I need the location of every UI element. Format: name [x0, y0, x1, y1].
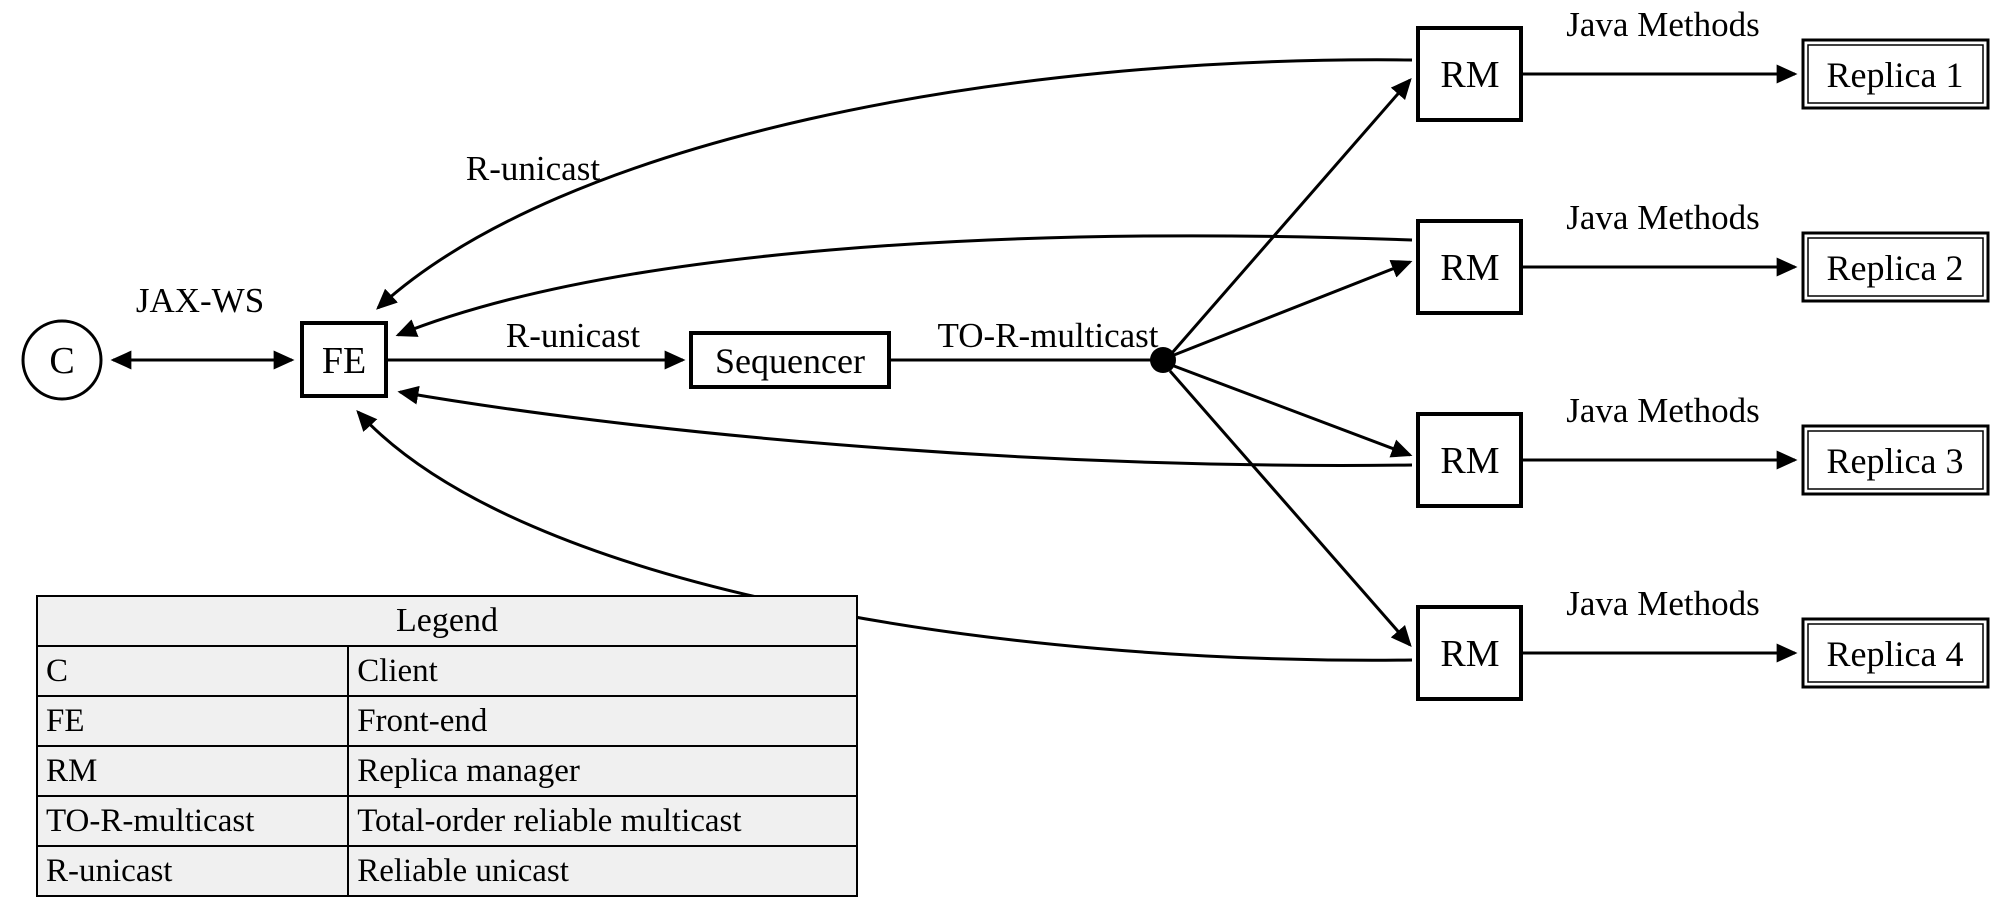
multicast-junction-dot — [1150, 347, 1176, 373]
replica-2[interactable] — [1801, 231, 1990, 303]
legend-value-to-r-multicast: Total-order reliable multicast — [347, 795, 858, 847]
sequencer-node-label: Sequencer — [715, 341, 865, 381]
replica-4-label: Replica 4 — [1827, 634, 1964, 674]
replica-3-label: Replica 3 — [1827, 441, 1964, 481]
legend-row: RM Replica manager — [35, 745, 858, 797]
replica-1[interactable] — [1801, 38, 1990, 110]
legend-table-wrapper: Legend C Client FE Front-end RM Replica … — [35, 595, 858, 897]
replica-3[interactable] — [1801, 424, 1990, 496]
edge-label-java-methods-4: Java Methods — [1566, 584, 1759, 623]
edge-label-r-unicast-mid: R-unicast — [506, 316, 640, 355]
edge-junction-rm-4 — [1168, 370, 1412, 647]
legend-value-fe: Front-end — [347, 695, 858, 747]
edge-label-to-r-multicast: TO-R-multicast — [938, 316, 1159, 355]
edge-rm2-frontend-return — [395, 234, 1413, 337]
edge-label-java-methods-1: Java Methods — [1566, 5, 1759, 44]
legend-value-c: Client — [347, 645, 858, 697]
replica-manager-2[interactable] — [1416, 219, 1523, 315]
replica-4[interactable] — [1801, 617, 1990, 689]
replica-manager-1[interactable] — [1416, 26, 1523, 122]
legend-key-rm: RM — [35, 745, 350, 797]
legend-row: R-unicast Reliable unicast — [35, 845, 858, 897]
legend-title-row: Legend — [36, 595, 858, 647]
edge-label-jax-ws: JAX-WS — [136, 281, 264, 320]
legend-value-r-unicast: Reliable unicast — [347, 845, 858, 897]
edge-rm3-frontend-return — [397, 385, 1413, 467]
legend-row: TO-R-multicast Total-order reliable mult… — [35, 795, 858, 847]
replica-manager-2-label: RM — [1440, 247, 1499, 289]
client-node[interactable] — [21, 319, 103, 401]
edge-junction-rm-1 — [1170, 78, 1412, 354]
client-node-label: C — [49, 340, 74, 382]
replica-manager-3-label: RM — [1440, 440, 1499, 482]
replica-manager-4[interactable] — [1416, 605, 1523, 701]
replica-manager-4-label: RM — [1440, 633, 1499, 675]
replica-manager-1-label: RM — [1440, 54, 1499, 96]
legend-key-fe: FE — [35, 695, 350, 747]
edge-label-java-methods-2: Java Methods — [1566, 198, 1759, 237]
replica-3-inner-border — [1807, 430, 1984, 490]
edge-label-java-methods-3: Java Methods — [1566, 391, 1759, 430]
legend-value-rm: Replica manager — [347, 745, 858, 797]
edge-label-r-unicast-top: R-unicast — [466, 149, 600, 188]
legend-title: Legend — [36, 595, 858, 647]
replica-1-inner-border — [1807, 44, 1984, 104]
legend-table: Legend C Client FE Front-end RM Replica … — [35, 595, 858, 897]
legend-row: FE Front-end — [35, 695, 858, 747]
replica-2-inner-border — [1807, 237, 1984, 297]
legend-key-r-unicast: R-unicast — [35, 845, 350, 897]
replica-1-label: Replica 1 — [1827, 55, 1964, 95]
legend-key-to-r-multicast: TO-R-multicast — [35, 795, 350, 847]
frontend-node[interactable] — [300, 321, 388, 398]
edge-junction-rm-3 — [1173, 364, 1413, 458]
replica-manager-3[interactable] — [1416, 412, 1523, 508]
edge-rm1-frontend-return — [376, 58, 1413, 310]
legend-row: C Client — [35, 645, 858, 697]
frontend-node-label: FE — [322, 340, 366, 382]
legend-key-c: C — [35, 645, 350, 697]
replica-4-inner-border — [1807, 623, 1984, 683]
edge-junction-rm-2 — [1173, 259, 1413, 357]
replica-2-label: Replica 2 — [1827, 248, 1964, 288]
